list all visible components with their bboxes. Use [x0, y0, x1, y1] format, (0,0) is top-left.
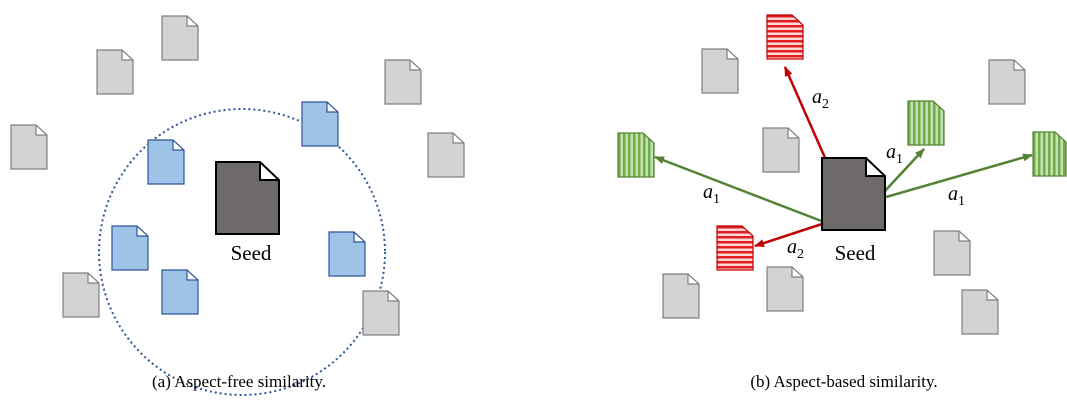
aspect-label: a1 [886, 141, 903, 167]
aspect2-documents [716, 14, 804, 271]
gray-documents-b [662, 48, 1026, 335]
document-icon [961, 289, 999, 335]
seed-document-icon [821, 157, 886, 231]
document-icon [384, 59, 422, 105]
similar-document-icon [111, 225, 149, 271]
document-icon [701, 48, 739, 94]
document-icon [988, 59, 1026, 105]
similar-document-icon [147, 139, 185, 185]
seed-label-b: Seed [835, 241, 876, 265]
document-icon [933, 230, 971, 276]
similar-document-icon [328, 231, 366, 277]
arrow-a1-upper-right [883, 148, 925, 193]
aspect-arrows [654, 66, 1033, 248]
document-icon [762, 127, 800, 173]
aspect1-documents [617, 100, 1067, 178]
document-icon [766, 266, 804, 312]
caption-b: (b) Aspect-based similarity. [750, 372, 937, 391]
panel-b: Seed a2 a1 a1 a1 a2 (b) Aspect-based sim… [617, 14, 1067, 391]
aspect1-document-icon [907, 100, 945, 146]
aspect1-document-icon [1032, 131, 1067, 177]
document-icon [427, 132, 465, 178]
seed-document-icon [215, 161, 280, 235]
similar-document-icon [161, 269, 199, 315]
aspect-label: a2 [787, 236, 804, 262]
arrow-a1-left [654, 155, 825, 224]
caption-a: (a) Aspect-free similarity. [152, 372, 326, 391]
similar-documents-a [111, 101, 366, 315]
similarity-radius-circle [98, 108, 386, 396]
aspect-label: a2 [812, 86, 829, 112]
aspect-label: a1 [948, 183, 965, 209]
panel-a: Seed (a) Aspect-free similarity. [10, 15, 465, 396]
aspect2-document-icon [766, 14, 804, 60]
arrow-a1-right [885, 153, 1033, 199]
gray-documents-a [10, 15, 465, 336]
similar-document-icon [301, 101, 339, 147]
aspect2-document-icon [716, 225, 754, 271]
document-icon [96, 49, 134, 95]
arrow-a2-top [783, 66, 828, 161]
document-icon [662, 273, 700, 319]
seed-label-a: Seed [231, 241, 272, 265]
document-icon [161, 15, 199, 61]
document-icon [362, 290, 400, 336]
document-icon [62, 272, 100, 318]
aspect1-document-icon [617, 132, 655, 178]
document-icon [10, 124, 48, 170]
aspect-label: a1 [703, 181, 720, 207]
arrow-a2-bottom [754, 222, 823, 248]
